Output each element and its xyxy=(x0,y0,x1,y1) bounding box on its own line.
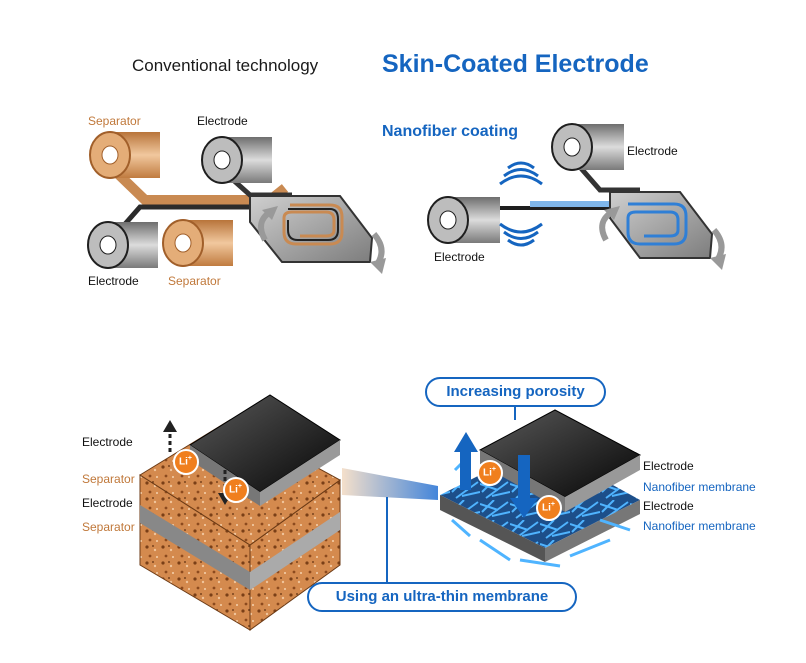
electrode-label-right-top: Electrode xyxy=(627,144,678,158)
stack-right-label: Electrode xyxy=(643,499,694,513)
stack-right-label: Nanofiber membrane xyxy=(643,480,756,494)
ion-up-arrow-icon xyxy=(460,450,471,490)
ion-down-arrow-icon xyxy=(518,455,530,500)
electrode-label-bottom: Electrode xyxy=(88,274,139,288)
stack-right-label: Nanofiber membrane xyxy=(643,519,756,533)
li-ion-label: Li+ xyxy=(542,501,555,514)
electrode-roll-bottom xyxy=(87,221,158,269)
increasing-porosity-badge: Increasing porosity xyxy=(425,377,606,407)
electrode-roll-right-top xyxy=(551,123,624,171)
electrode-label-right-bottom: Electrode xyxy=(434,250,485,264)
nanofiber-coating-label: Nanofiber coating xyxy=(382,123,519,140)
separator-label-top: Separator xyxy=(88,114,141,128)
conventional-winding xyxy=(87,131,386,274)
electrode-roll-right-bottom xyxy=(427,196,500,244)
li-ion-label: Li+ xyxy=(483,466,496,479)
separator-roll-bottom xyxy=(162,219,233,267)
stack-left-label: Separator xyxy=(82,472,135,486)
stack-left-label: Electrode xyxy=(82,496,133,510)
separator-roll-top xyxy=(89,131,160,179)
nanofiber-spray-icon xyxy=(499,161,543,247)
conventional-technology-title: Conventional technology xyxy=(132,56,319,75)
separator-label-bottom: Separator xyxy=(168,274,221,288)
skin-coated-electrode-title: Skin-Coated Electrode xyxy=(382,50,649,78)
electrode-label-top: Electrode xyxy=(197,114,248,128)
ion-path-icon xyxy=(168,430,227,495)
electrode-roll-top xyxy=(201,136,272,184)
li-ion-label: Li+ xyxy=(229,483,242,496)
nanofiber-stack xyxy=(440,409,642,568)
skin-coated-winding xyxy=(427,123,726,270)
ultra-thin-membrane-badge: Using an ultra-thin membrane xyxy=(307,582,577,612)
stack-right-label: Electrode xyxy=(643,459,694,473)
lithium-ion-icon xyxy=(173,449,562,521)
stack-left-label: Electrode xyxy=(82,435,133,449)
li-ion-label: Li+ xyxy=(179,455,192,468)
stack-left-label: Separator xyxy=(82,520,135,534)
transition-band xyxy=(342,468,438,500)
